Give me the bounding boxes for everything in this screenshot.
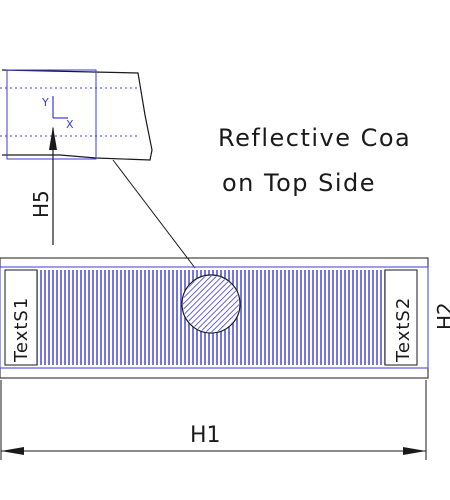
detail-circle-hatch <box>183 276 239 332</box>
text-s1-label: TextS1 <box>11 297 32 363</box>
annotation-line-2: on Top Side <box>222 169 376 197</box>
text-s2-box <box>384 269 418 366</box>
detail-outline <box>1 69 153 161</box>
main-strip: TextS1 TextS2 H2 <box>0 257 450 379</box>
axis-y-label: Y <box>41 96 49 109</box>
detail-leader-line <box>112 159 196 269</box>
h1-left-arrow-icon <box>1 447 24 455</box>
h5-arrow-icon <box>49 126 57 150</box>
h1-right-arrow-icon <box>403 447 426 455</box>
h5-label: H5 <box>29 190 53 218</box>
axis-x-label: X <box>66 118 74 131</box>
h2-partial-label: H2 <box>433 302 450 330</box>
text-s1-box <box>4 269 38 366</box>
annotation-line-1: Reflective Coa <box>218 124 411 152</box>
detail-view: Y X H5 <box>0 69 153 245</box>
detail-frame <box>6 69 97 160</box>
h1-dimension: H1 <box>0 380 427 460</box>
strip-blue-frame <box>0 266 429 369</box>
text-s2-label: TextS2 <box>393 297 414 363</box>
h1-label: H1 <box>190 423 221 448</box>
